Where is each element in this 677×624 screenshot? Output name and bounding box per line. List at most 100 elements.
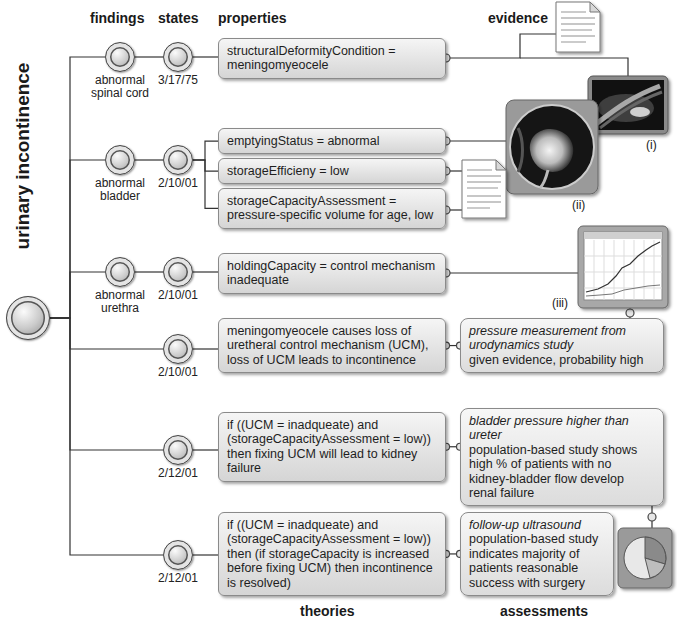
document-fold: [590, 2, 600, 12]
assessment-box: bladder pressure higher than ureterpopul…: [460, 408, 664, 506]
connector-line: [193, 56, 218, 57]
pressure-trace: [586, 242, 660, 292]
assessment-text: population-based study shows high % of p…: [469, 443, 655, 501]
text-line: [561, 23, 595, 24]
grid-line: [604, 240, 605, 300]
callout-number: (iii): [552, 296, 568, 310]
property-box: structuralDeformityCondition = meningomy…: [218, 38, 446, 79]
assessment-box: pressure measurement from urodynamics st…: [460, 318, 664, 373]
connector-line: [135, 159, 163, 160]
chart-ground: [584, 232, 662, 300]
connector-line: [193, 554, 218, 555]
urethra-shape: [540, 170, 548, 188]
leader-line: [446, 34, 556, 58]
image-ground: [592, 80, 664, 130]
assessment-text: population-based study indicates majorit…: [469, 532, 605, 590]
pie-chart: [618, 528, 672, 588]
text-line: [467, 175, 501, 176]
text-line: [467, 195, 501, 196]
connector-line: [50, 318, 163, 555]
state-date: 2/10/01: [145, 289, 211, 302]
property-text: structuralDeformityCondition = meningomy…: [227, 44, 437, 73]
connector-line: [50, 318, 163, 450]
theory-box: if ((UCM = inadqueate) and (storageCapac…: [218, 412, 446, 482]
finding-label: abnormal urethra: [87, 289, 153, 316]
document-icon: [556, 2, 600, 52]
pressure-trace: [586, 285, 660, 296]
leader-line: [446, 140, 506, 141]
property-text: holdingCapacity = control mechanism inad…: [227, 259, 437, 288]
state-circle: 2/12/01: [163, 435, 193, 465]
state-circle: 2/10/01: [163, 334, 193, 364]
theory-text: if ((UCM = inadqueate) and (storageCapac…: [227, 518, 437, 590]
finding-circle: abnormal spinal cord: [105, 42, 135, 72]
document-page: [556, 2, 600, 52]
finding-circle: abnormal bladder: [105, 145, 135, 175]
text-line: [467, 201, 501, 202]
property-text: storageCapacityAssessment = pressure-spe…: [227, 194, 437, 223]
connector-line: [135, 271, 163, 272]
text-line: [467, 187, 498, 188]
connector-line: [50, 318, 163, 349]
grid-line: [644, 240, 645, 300]
text-line: [561, 17, 595, 18]
pie-circle: [624, 537, 666, 579]
state-date: 2/10/01: [145, 177, 211, 190]
text-line: [467, 207, 490, 208]
connector-line: [135, 56, 163, 57]
state-circle: 2/10/01: [163, 257, 193, 287]
connector-line: [193, 348, 218, 349]
assessment-heading: bladder pressure higher than ureter: [469, 414, 655, 443]
root-circle: urinary incontinence: [6, 296, 50, 340]
image-frame: [588, 76, 668, 134]
spine-shape: [596, 86, 660, 124]
grid-line: [594, 240, 595, 300]
state-date: 3/17/75: [145, 74, 211, 87]
bladder-shape: [530, 129, 573, 172]
property-box: holdingCapacity = control mechanism inad…: [218, 253, 446, 294]
callout-number: (i): [646, 138, 657, 152]
grid-line: [624, 240, 625, 300]
column-heading: evidence: [488, 10, 548, 26]
connector-line: [193, 141, 218, 160]
property-box: emptyingStatus = abnormal: [218, 128, 446, 154]
assessment-box: follow-up ultrasoundpopulation-based stu…: [460, 512, 614, 596]
spine-shape: [600, 92, 662, 128]
document-page: [462, 160, 506, 218]
port: [626, 309, 634, 317]
lesion-shape: [630, 107, 650, 117]
image-frame: [506, 100, 598, 194]
finding-label: abnormal spinal cord: [87, 74, 153, 101]
property-box: storageEfficieny = low: [218, 158, 446, 184]
assessment-text: given evidence, probability high: [469, 353, 655, 367]
text-line: [561, 29, 592, 30]
text-line: [561, 41, 586, 42]
text-line: [561, 11, 586, 12]
image-frame: [618, 528, 672, 588]
assessment-heading: pressure measurement from urodynamics st…: [469, 324, 655, 353]
connector-line: [193, 449, 218, 450]
grid-line: [614, 240, 615, 300]
column-heading: assessments: [500, 603, 588, 619]
property-box: storageCapacityAssessment = pressure-spe…: [218, 188, 446, 229]
text-line: [561, 35, 595, 36]
state-circle: 2/12/01: [163, 540, 193, 570]
column-heading: properties: [218, 10, 286, 26]
chart-grid: [584, 240, 662, 300]
image-ground: [510, 105, 594, 189]
text-line: [467, 169, 492, 170]
theory-text: if ((UCM = inadqueate) and (storageCapac…: [227, 418, 437, 476]
image-frame: [578, 226, 668, 308]
connector-line: [193, 271, 218, 272]
state-circle: 2/10/01: [163, 145, 193, 175]
grid-line: [584, 256, 662, 257]
grid-line: [584, 272, 662, 273]
state-date: 2/12/01: [145, 572, 211, 585]
root-title: urinary incontinence: [12, 63, 33, 250]
grid-line: [584, 288, 662, 289]
theory-box: if ((UCM = inadqueate) and (storageCapac…: [218, 512, 446, 596]
mri-image: [588, 76, 668, 134]
finding-circle: abnormal urethra: [105, 257, 135, 287]
